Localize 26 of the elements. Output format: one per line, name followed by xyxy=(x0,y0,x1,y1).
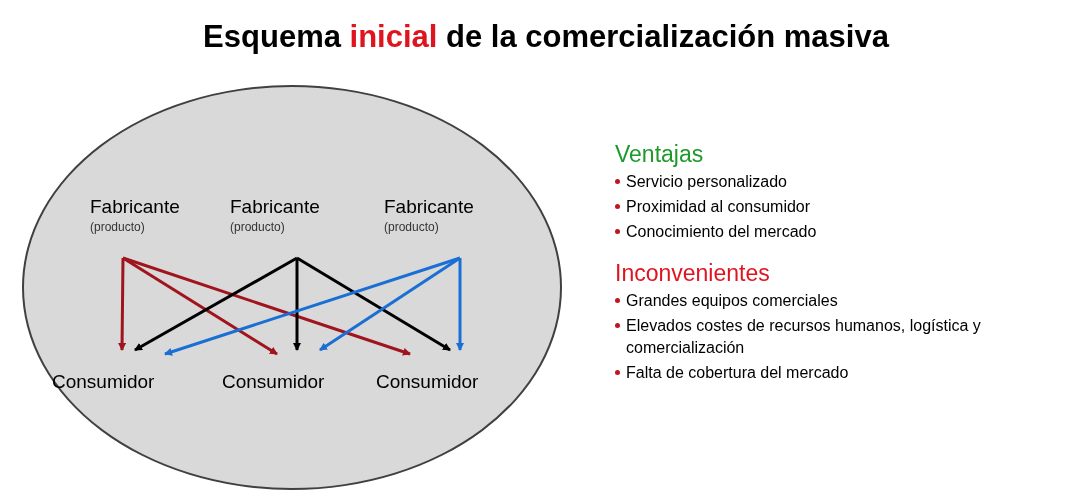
section-heading: Ventajas xyxy=(615,140,704,168)
bullet-text: Falta de cobertura del mercado xyxy=(626,363,849,383)
manufacturer-label: Fabricante xyxy=(90,195,180,219)
bullet-text: Proximidad al consumidor xyxy=(626,197,811,217)
arrow xyxy=(118,258,127,351)
arrow xyxy=(134,256,298,352)
arrow xyxy=(293,258,301,351)
bullet-text: Conocimiento del mercado xyxy=(626,222,817,242)
bullet-text: Grandes equipos comerciales xyxy=(626,291,838,311)
consumer-label: Consumidor xyxy=(222,370,325,394)
product-note: (producto) xyxy=(230,219,285,235)
arrow xyxy=(319,256,461,352)
manufacturer-label: Fabricante xyxy=(384,195,474,219)
arrow xyxy=(164,256,461,356)
section-heading: Inconvenientes xyxy=(615,259,770,287)
product-note: (producto) xyxy=(384,219,439,235)
consumer-label: Consumidor xyxy=(376,370,479,394)
manufacturer-label: Fabricante xyxy=(230,195,320,219)
arrow xyxy=(456,258,464,351)
bullet-text: Servicio personalizado xyxy=(626,172,787,192)
title: Esquema inicial de la comercialización masiva xyxy=(203,18,889,56)
product-note: (producto) xyxy=(90,219,145,235)
consumer-label: Consumidor xyxy=(52,370,155,394)
arrow xyxy=(296,256,451,352)
bullet-text: Elevados costes de recursos humanos, logística y comercialización xyxy=(626,316,982,358)
arrow xyxy=(122,256,411,356)
